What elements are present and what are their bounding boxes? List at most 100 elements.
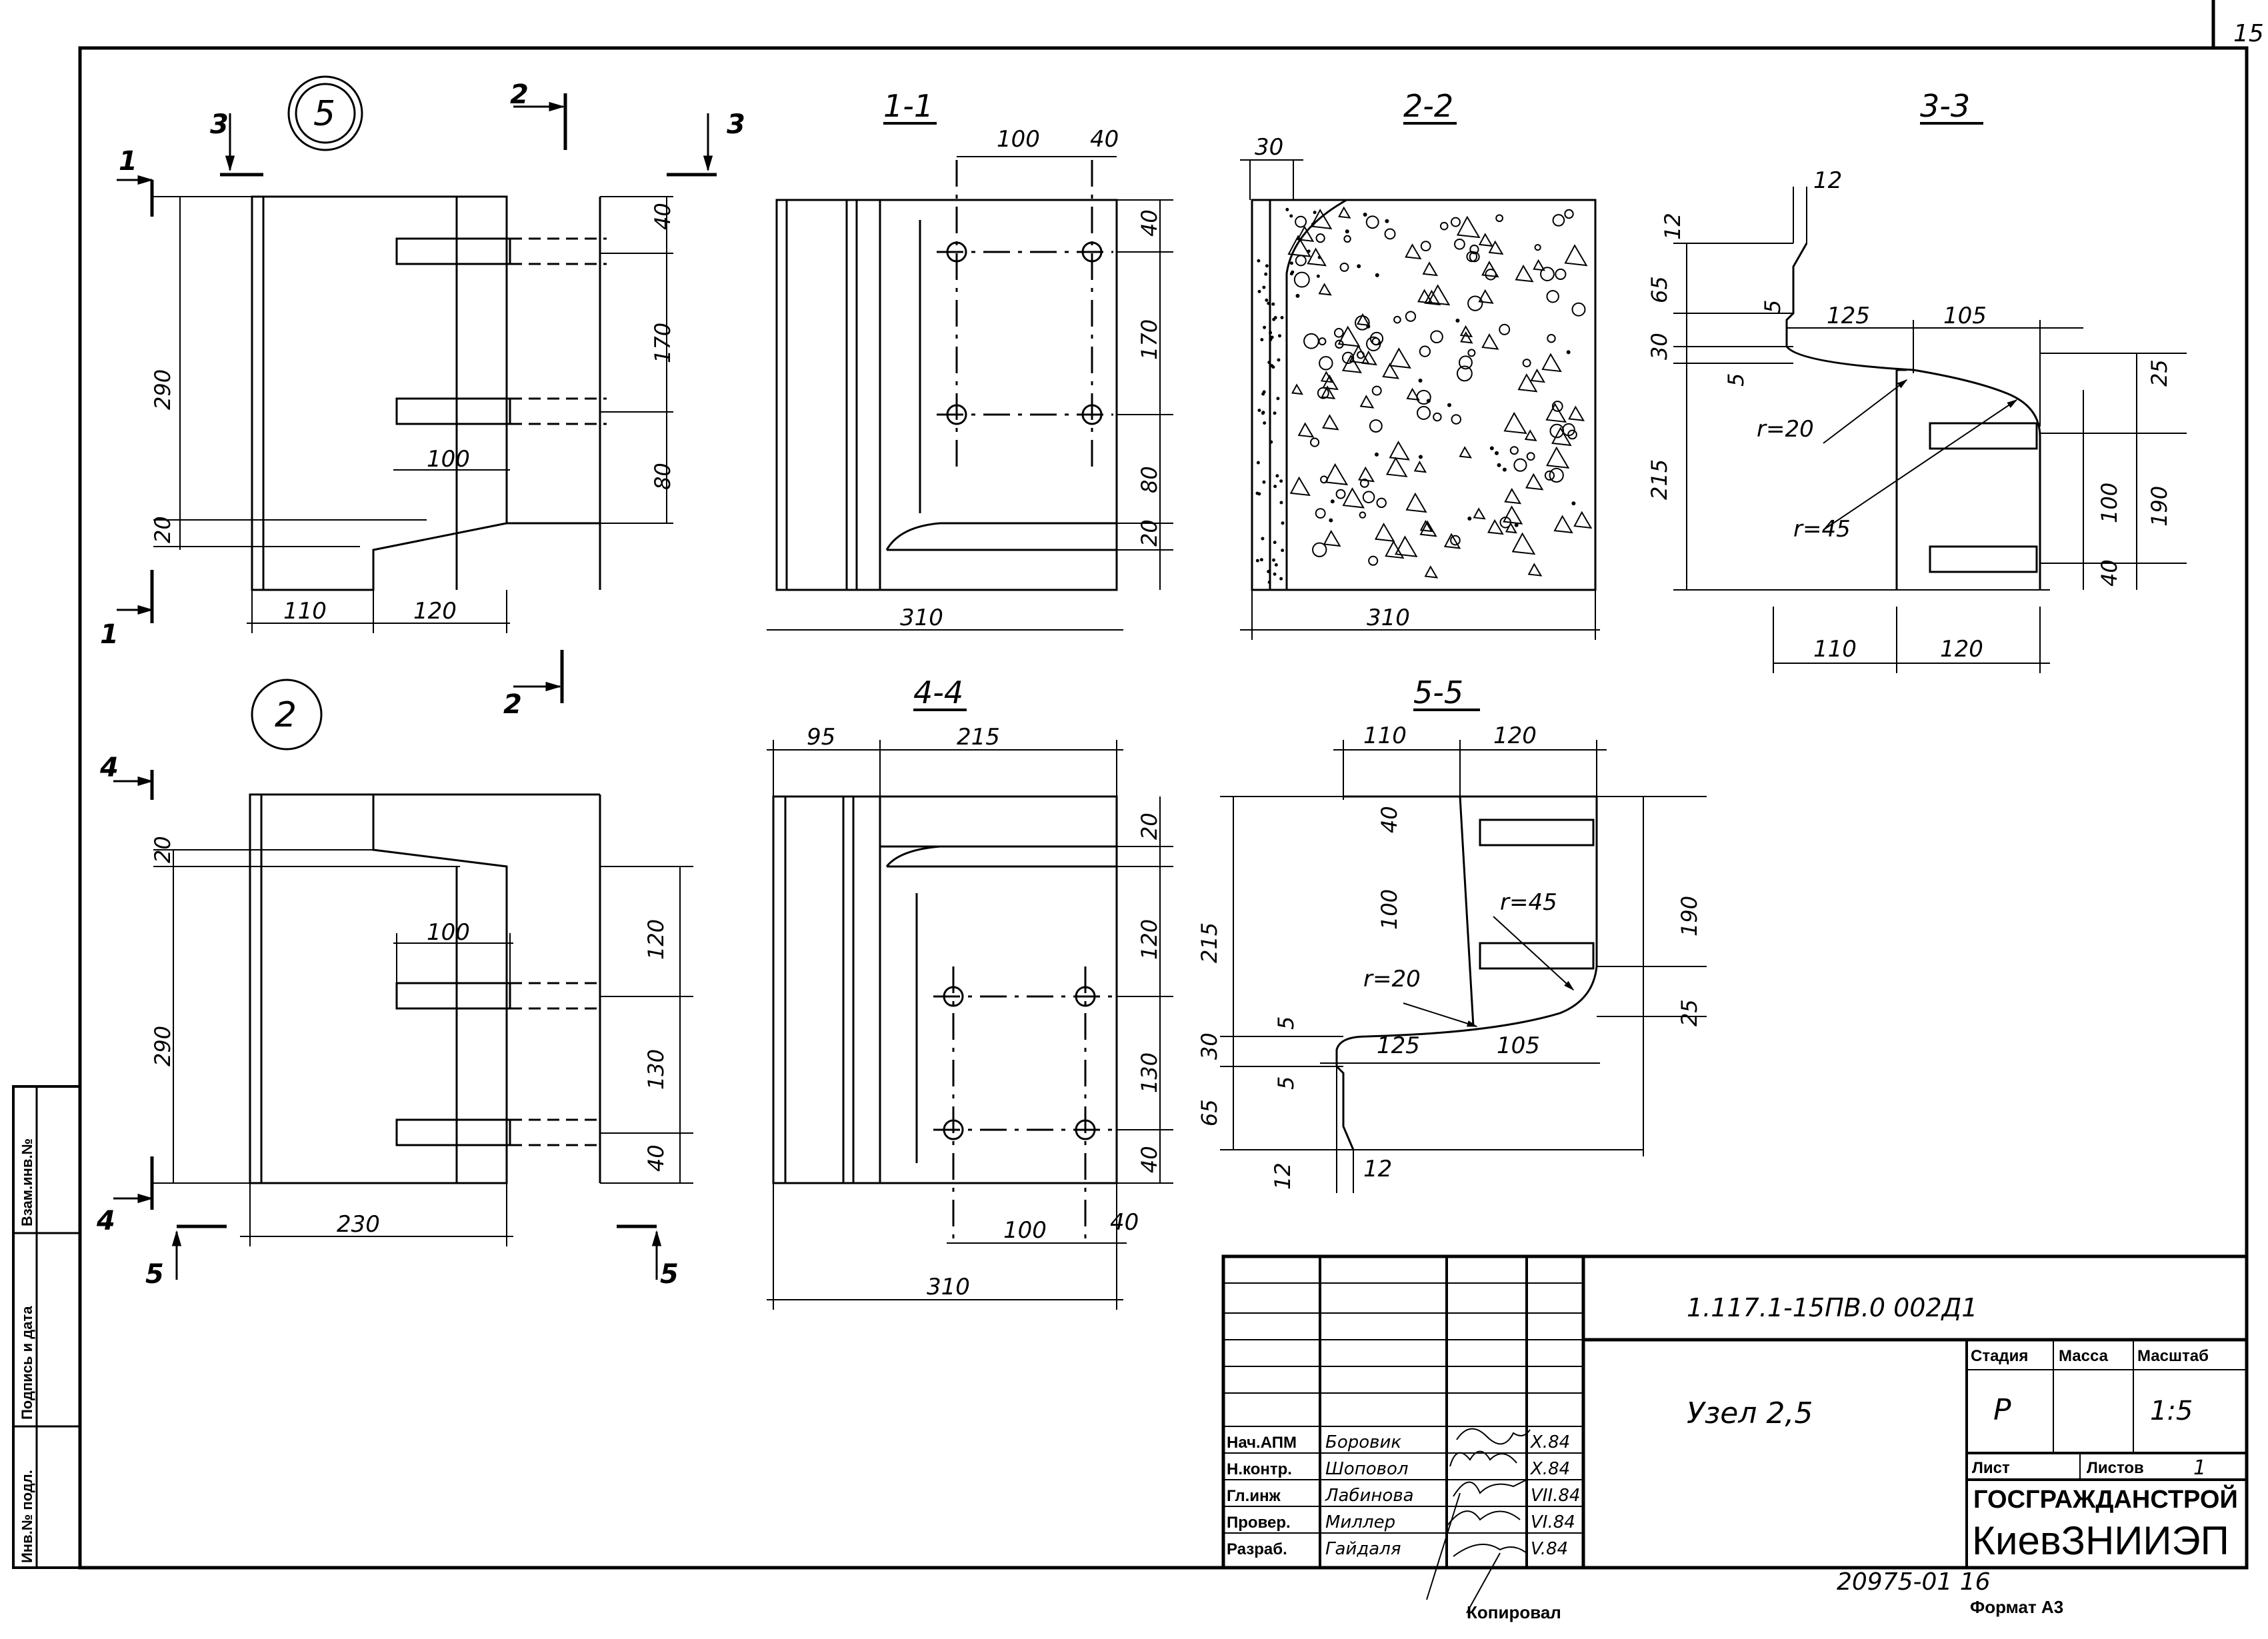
concrete-aggregate-hatching: [1255, 206, 1593, 584]
aggregate-mark: [1469, 245, 1479, 255]
dim-label: 125: [1377, 1032, 1420, 1059]
plaster-dot: [1267, 301, 1271, 305]
plaster-dot: [1256, 461, 1260, 465]
aggregate-mark: [1307, 247, 1327, 267]
plaster-dot: [1279, 577, 1283, 581]
aggregate-mark: [1322, 414, 1339, 431]
aggregate-mark: [1342, 487, 1365, 509]
aggregate-mark: [1295, 255, 1307, 267]
aggregate-mark: [1339, 262, 1349, 272]
aggregate-mark: [1417, 405, 1431, 420]
aggregate-mark: [1359, 395, 1375, 409]
aggregate-mark: [1497, 463, 1501, 467]
dim-label: 25: [1677, 999, 1702, 1026]
plaster-dot: [1257, 492, 1261, 496]
dim-label: 110: [283, 598, 327, 625]
plaster-dot: [1257, 409, 1261, 413]
aggregate-mark: [1376, 497, 1387, 509]
aggregate-mark: [1524, 429, 1537, 441]
plaster-dot: [1261, 392, 1265, 396]
dim-label: 12: [1813, 167, 1842, 194]
stage-value: Р: [1993, 1393, 2011, 1427]
aggregate-mark: [1318, 337, 1327, 346]
dim-label: 80: [650, 463, 675, 490]
dim-label: 130: [1137, 1052, 1162, 1093]
plaster-dot: [1269, 440, 1273, 444]
aggregate-mark: [1329, 518, 1333, 523]
view-node5: [117, 75, 717, 703]
aggregate-mark: [1549, 467, 1564, 483]
aggregate-mark: [1439, 221, 1449, 231]
dim-label: 30: [1647, 333, 1672, 360]
dim-label: 215: [1197, 922, 1222, 963]
plaster-dot: [1281, 549, 1285, 553]
aggregate-mark: [1545, 403, 1567, 423]
aggregate-mark: [1312, 542, 1327, 557]
aggregate-mark: [1357, 264, 1361, 269]
staff-date: VI.84: [1531, 1512, 1575, 1532]
plaster-dot: [1279, 501, 1283, 505]
dim-label: 215: [957, 724, 1000, 751]
aggregate-mark: [1571, 302, 1586, 317]
dim-label: 30: [1255, 134, 1283, 161]
aggregate-mark: [1456, 215, 1481, 239]
plaster-dot: [1273, 411, 1277, 415]
aggregate-mark: [1430, 330, 1443, 344]
aggregate-mark: [1420, 241, 1431, 252]
plaster-dot: [1265, 264, 1269, 268]
aggregate-mark: [1389, 347, 1411, 369]
aggregate-mark: [1562, 423, 1575, 437]
page-number: 15: [2233, 20, 2264, 47]
dim-label: 230: [337, 1211, 380, 1238]
dim-label: 40: [1110, 1209, 1139, 1236]
aggregate-mark: [1467, 295, 1483, 311]
aggregate-mark: [1564, 244, 1588, 267]
aggregate-mark: [1363, 213, 1367, 217]
section-label-5-5: 5-5: [1413, 675, 1463, 711]
staff-name: Боровик: [1325, 1432, 1401, 1452]
aggregate-mark: [1527, 563, 1543, 577]
aggregate-mark: [1295, 293, 1300, 298]
plaster-dot: [1262, 285, 1266, 289]
dim-label: 310: [927, 1274, 970, 1300]
view-section-2-2: [1240, 122, 1600, 640]
aggregate-mark: [1368, 555, 1379, 566]
cut-label: 5: [145, 1259, 164, 1290]
dim-label: 20: [1137, 519, 1162, 547]
plaster-dot: [1277, 334, 1281, 338]
plaster-dot: [1271, 365, 1275, 369]
archive-number: 20975-01 16: [1837, 1568, 1991, 1596]
plaster-dot: [1267, 570, 1271, 574]
dim-label: 110: [1363, 723, 1407, 749]
plaster-dot: [1279, 479, 1283, 483]
plaster-dot: [1261, 411, 1265, 415]
aggregate-mark: [1503, 411, 1527, 435]
aggregate-mark: [1526, 452, 1535, 461]
plaster-dot: [1316, 274, 1320, 278]
aggregate-mark: [1467, 349, 1476, 357]
signatures: [1426, 1428, 1531, 1614]
plaster-dot: [1257, 289, 1261, 293]
aggregate-mark: [1505, 522, 1517, 534]
aggregate-mark: [1551, 427, 1572, 447]
aggregate-mark: [1544, 470, 1555, 481]
aggregate-mark: [1358, 466, 1375, 483]
aggregate-mark: [1297, 422, 1315, 438]
plaster-dot: [1273, 316, 1277, 320]
cut-label: 3: [727, 109, 745, 140]
aggregate-mark: [1303, 333, 1319, 349]
aggregate-mark: [1310, 209, 1333, 230]
aggregate-mark: [1357, 351, 1365, 359]
aggregate-mark: [1522, 359, 1531, 368]
aggregate-mark: [1504, 487, 1522, 505]
aggregate-mark: [1382, 363, 1399, 379]
cut-label: 4: [99, 753, 119, 783]
plaster-dot: [1274, 563, 1278, 567]
plaster-dot: [1267, 580, 1271, 584]
sheets-label: Листов: [2087, 1459, 2144, 1477]
aggregate-mark: [1323, 529, 1341, 547]
aggregate-mark: [1393, 315, 1401, 324]
aggregate-mark: [1488, 240, 1504, 255]
aggregate-mark: [1426, 399, 1431, 403]
dim-label: 110: [1813, 636, 1857, 663]
